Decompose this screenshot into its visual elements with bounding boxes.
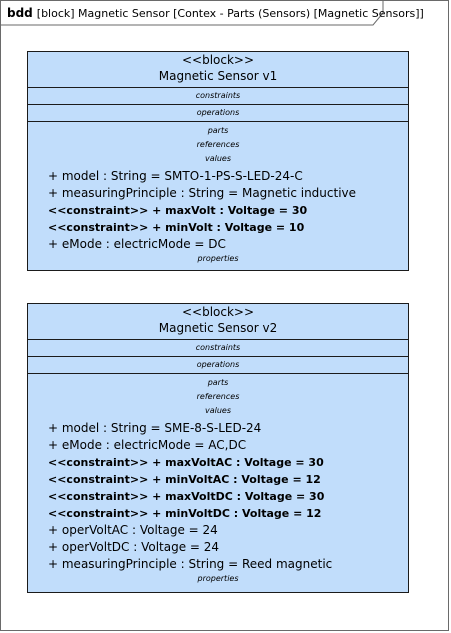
block-name: Magnetic Sensor v2 <box>158 321 278 335</box>
properties-footer-label: properties <box>197 254 239 263</box>
parts-label: parts <box>207 126 229 135</box>
value-property-list: + model : String = SME-8-S-LED-24 + eMod… <box>28 420 408 573</box>
values-label: values <box>204 154 232 163</box>
properties-compartment: parts references values + model : String… <box>28 374 408 585</box>
diagram-name-label: [block] Magnetic Sensor [Contex - Parts … <box>36 7 424 20</box>
value-property[interactable]: + model : String = SMTO-1-PS-S-LED-24-C <box>48 169 303 183</box>
value-property[interactable]: + operVoltAC : Voltage = 24 <box>48 523 218 537</box>
block-header: <<block>> Magnetic Sensor v1 <box>28 52 408 88</box>
constraints-compartment: constraints <box>28 88 408 105</box>
frame-title: bdd[block] Magnetic Sensor [Contex - Par… <box>7 6 424 20</box>
value-property[interactable]: + measuringPrinciple : String = Magnetic… <box>48 186 357 200</box>
value-property-list: + model : String = SMTO-1-PS-S-LED-24-C … <box>28 168 408 253</box>
constraint-property[interactable]: <<constraint>> + maxVolt : Voltage = 30 <box>48 204 308 217</box>
block-magnetic-sensor-v1[interactable]: <<block>> Magnetic Sensor v1 constraints… <box>27 51 409 271</box>
constraint-property[interactable]: <<constraint>> + maxVoltDC : Voltage = 3… <box>48 490 325 503</box>
constraint-property[interactable]: <<constraint>> + minVoltAC : Voltage = 1… <box>48 473 321 486</box>
constraint-property[interactable]: <<constraint>> + minVolt : Voltage = 10 <box>48 221 305 234</box>
block-stereotype: <<block>> <box>181 53 255 67</box>
value-property[interactable]: + operVoltDC : Voltage = 24 <box>48 540 220 554</box>
block-name: Magnetic Sensor v1 <box>158 69 278 83</box>
parts-label: parts <box>207 378 229 387</box>
block-magnetic-sensor-v2[interactable]: <<block>> Magnetic Sensor v2 constraints… <box>27 303 409 593</box>
references-label: references <box>196 392 240 401</box>
constraint-property[interactable]: <<constraint>> + maxVoltAC : Voltage = 3… <box>48 456 324 469</box>
diagram-kind-label: bdd <box>7 6 33 20</box>
properties-compartment: parts references values + model : String… <box>28 122 408 265</box>
values-label: values <box>204 406 232 415</box>
value-property[interactable]: + eMode : electricMode = DC <box>48 237 226 251</box>
frame-header-tab: bdd[block] Magnetic Sensor [Contex - Par… <box>1 1 424 26</box>
value-property[interactable]: + model : String = SME-8-S-LED-24 <box>48 421 262 435</box>
operations-compartment: operations <box>28 357 408 374</box>
frame-tab-outline <box>1 1 384 26</box>
value-property[interactable]: + eMode : electricMode = AC,DC <box>48 438 247 452</box>
value-property[interactable]: + measuringPrinciple : String = Reed mag… <box>48 557 333 571</box>
operations-compartment: operations <box>28 105 408 122</box>
block-stereotype: <<block>> <box>181 305 255 319</box>
constraint-property[interactable]: <<constraint>> + minVoltDC : Voltage = 1… <box>48 507 322 520</box>
references-label: references <box>196 140 240 149</box>
properties-footer-label: properties <box>197 574 239 583</box>
block-header: <<block>> Magnetic Sensor v2 <box>28 304 408 340</box>
constraints-compartment: constraints <box>28 340 408 357</box>
